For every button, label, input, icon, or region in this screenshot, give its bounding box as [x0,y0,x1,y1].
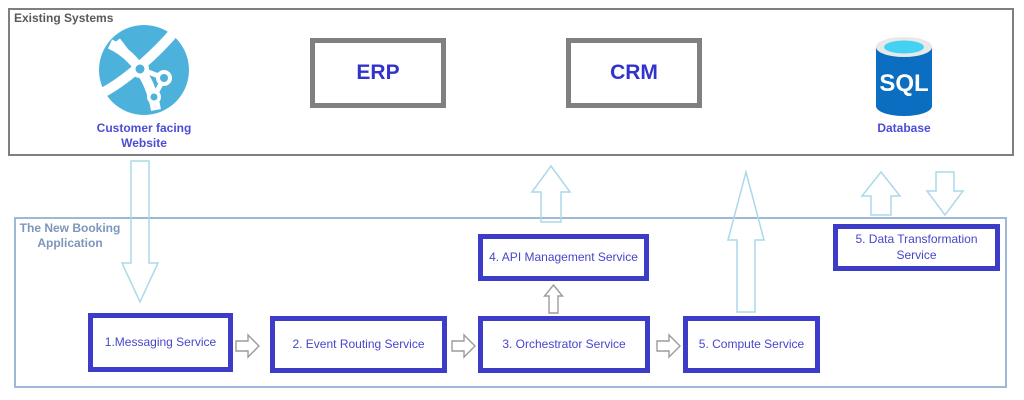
orchestrator-service-box: 3. Orchestrator Service [478,316,650,373]
globe-network-icon [99,25,189,115]
booking-application-group [14,217,1007,388]
booking-application-label: The New Booking Application [14,221,126,250]
booking-label-line1: The New Booking [19,221,121,235]
compute-service-box: 5. Compute Service [683,316,820,373]
arrow-api-to-crm [530,164,572,223]
orchestrator-service-label: 3. Orchestrator Service [502,336,626,351]
website-label-line2: Website [121,136,167,150]
api-management-service-box: 4. API Management Service [478,234,649,281]
booking-label-line2: Application [37,235,103,250]
sql-icon-text: SQL [879,70,928,97]
arrow-data-transform-to-sql [860,170,902,216]
erp-label: ERP [356,61,400,84]
erp-box: ERP [310,38,446,108]
compute-service-label: 5. Compute Service [698,336,805,351]
database-label: Database [877,121,931,135]
event-routing-service-box: 2. Event Routing Service [270,316,447,373]
event-routing-service-label: 2. Event Routing Service [292,336,425,351]
website-label-line1: Customer facing [96,121,192,135]
website-label: Customer facing Website [78,121,210,151]
api-management-service-label: 4. API Management Service [489,249,638,264]
existing-systems-label: Existing Systems [14,11,114,25]
data-transformation-service-label: 5. Data Transformation Service [855,231,978,262]
arrow-sql-to-data-transform [925,171,965,217]
crm-box: CRM [566,38,702,108]
crm-label: CRM [610,61,658,84]
messaging-service-box: 1.Messaging Service [88,313,233,372]
data-transformation-service-box: 5. Data Transformation Service [833,224,1000,271]
sql-database-icon: SQL [876,37,932,116]
messaging-service-label: 1.Messaging Service [104,334,217,349]
